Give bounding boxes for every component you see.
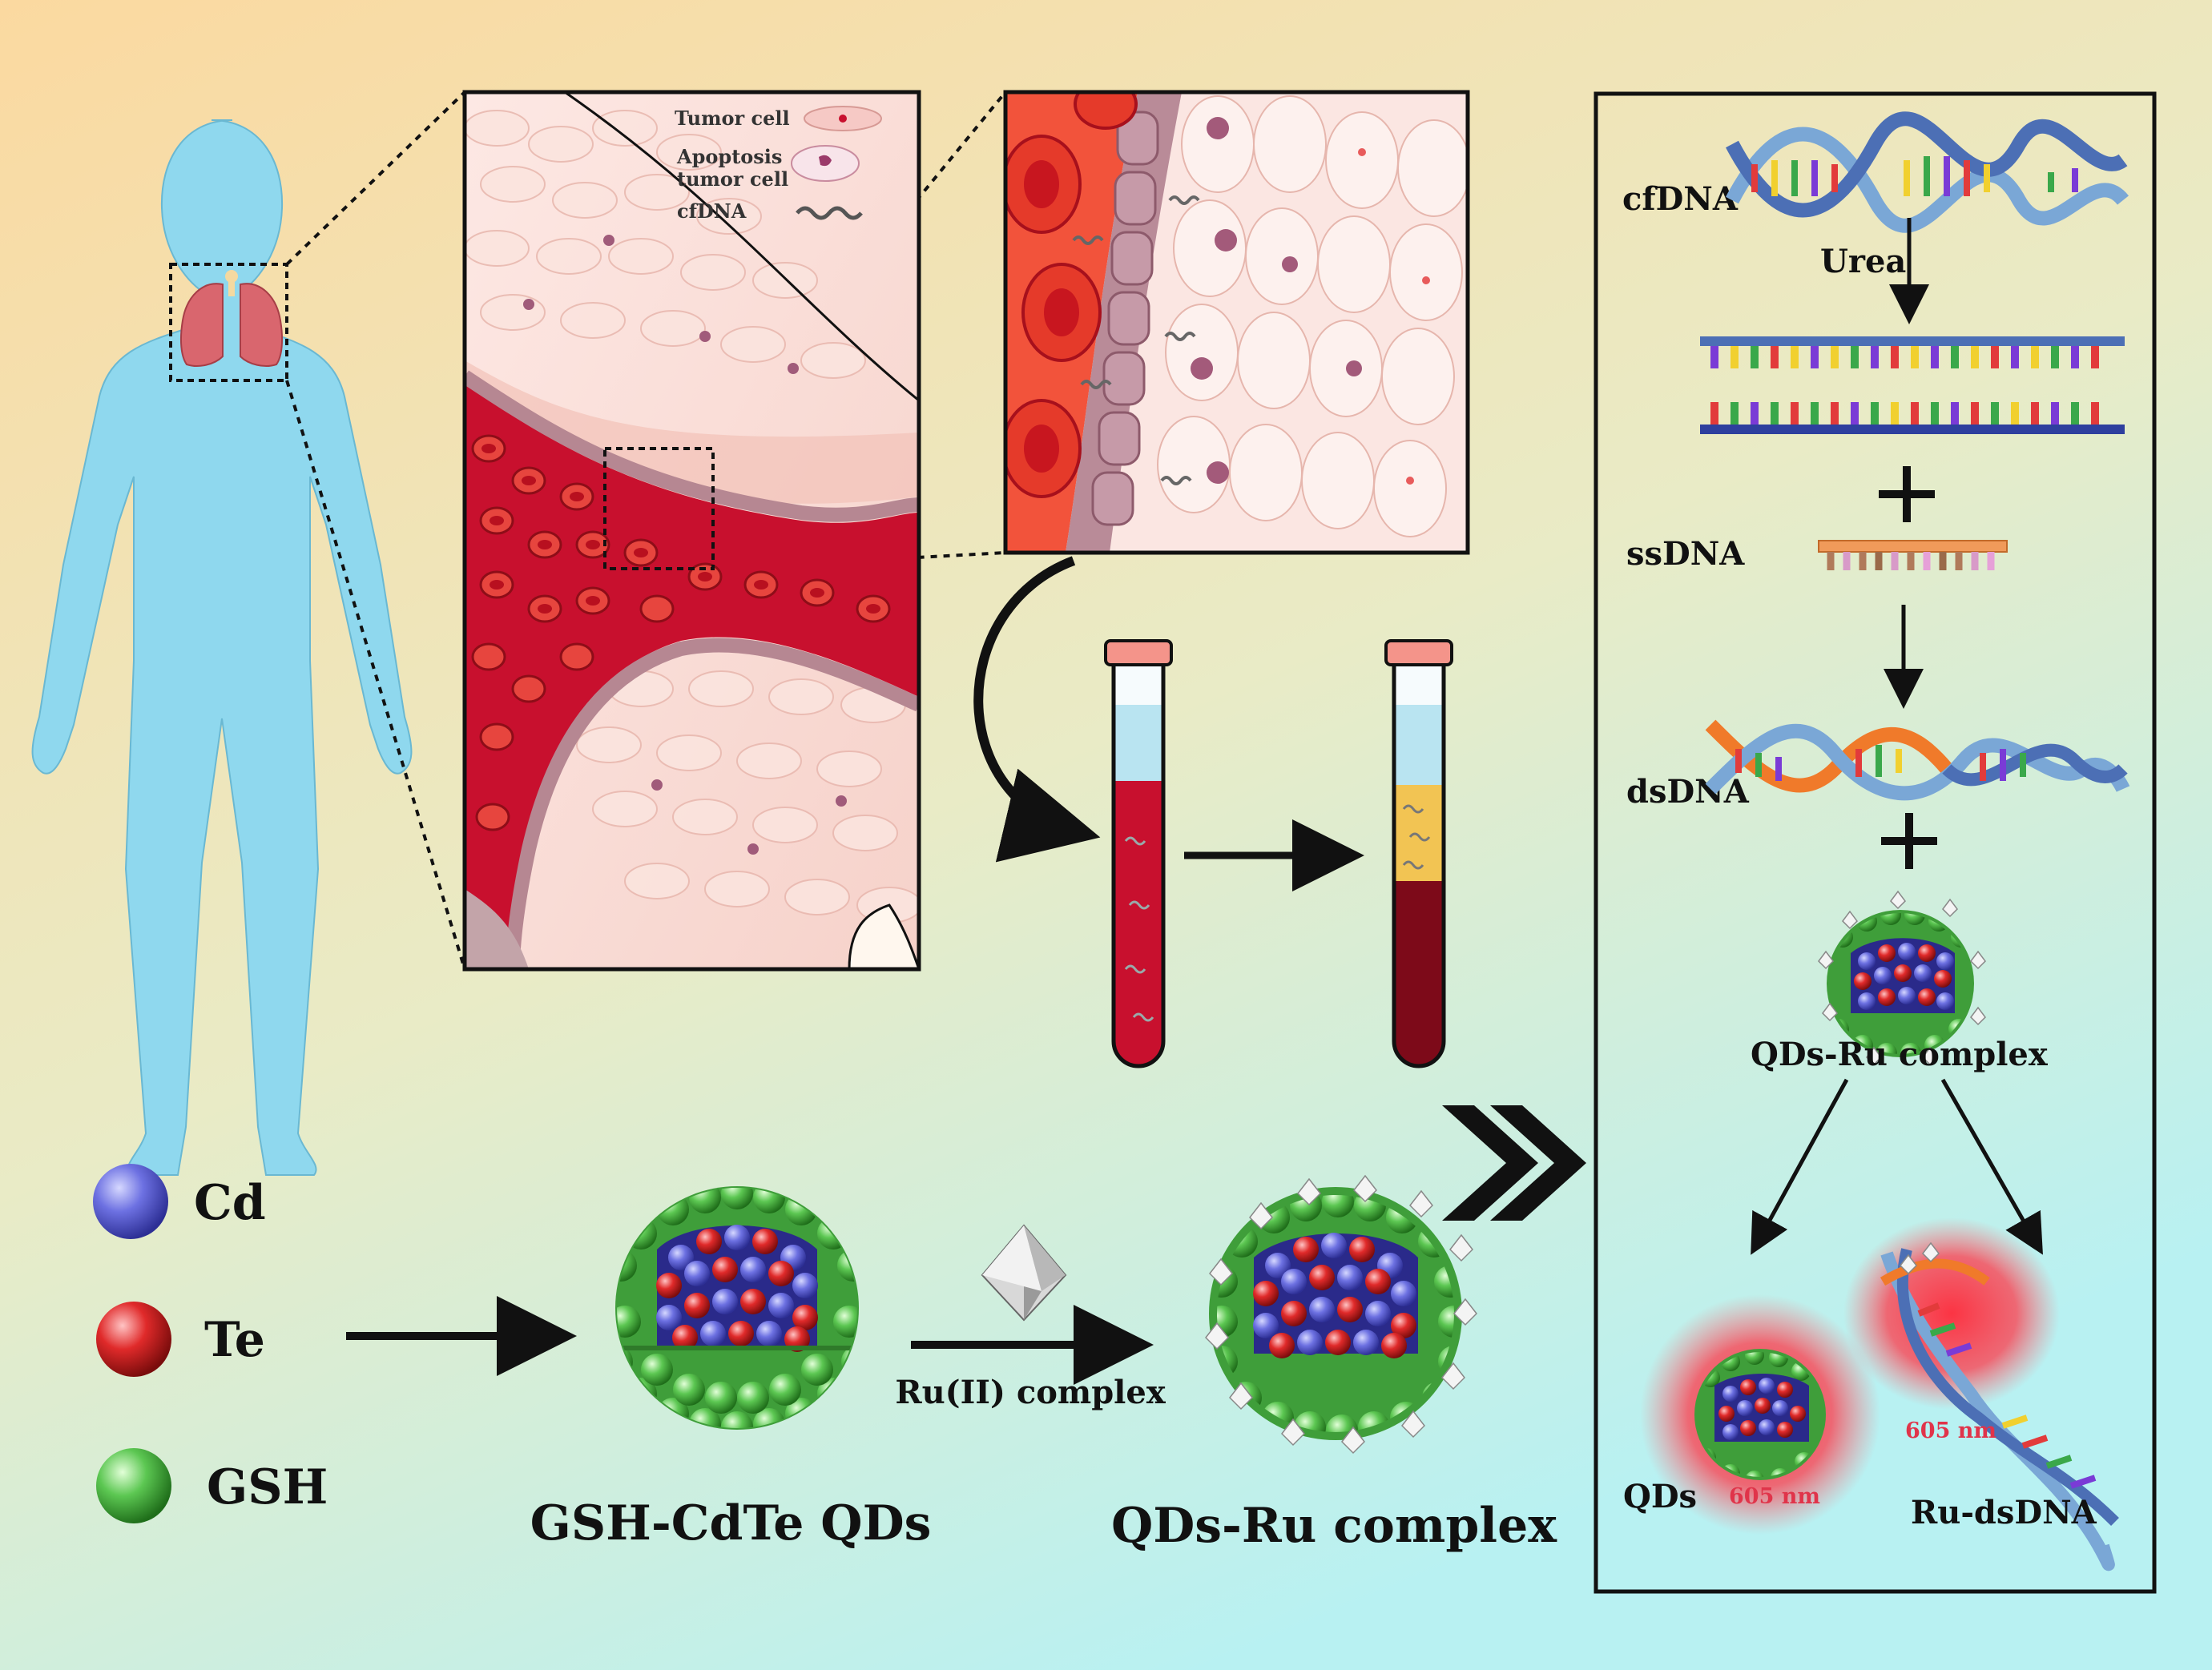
denatured-strands-icon bbox=[1700, 336, 2125, 434]
qds-ru-complex-label: QDs-Ru complex bbox=[1111, 1498, 1557, 1554]
cfdna-helix-icon bbox=[1726, 111, 2129, 233]
released-qd-icon bbox=[1694, 1349, 1826, 1480]
plasma-tube bbox=[1384, 639, 1453, 1068]
qds-emission-label: 605 nm bbox=[1729, 1484, 1820, 1509]
element-legend: Cd Te GSH bbox=[93, 1164, 328, 1523]
ru-dsdna-glow-icon bbox=[1843, 1217, 2060, 1410]
tissue-panel: Tumor cell Apoptosis tumor cell cfDNA bbox=[462, 90, 921, 972]
ru-dsdna-helix-icon bbox=[1880, 1241, 2119, 1571]
plus-icon bbox=[1879, 466, 1935, 522]
key-apoptosis-line2: tumor cell bbox=[677, 167, 788, 191]
panel-ssdna-label: ssDNA bbox=[1626, 535, 1745, 573]
panel-qds-ru-label: QDs-Ru complex bbox=[1751, 1036, 2049, 1073]
curved-arrow-icon bbox=[973, 556, 1101, 863]
te-sphere-icon bbox=[96, 1302, 171, 1377]
lungs-icon bbox=[179, 270, 284, 367]
key-apoptosis-line1: Apoptosis bbox=[676, 145, 782, 168]
zoom-detail-panel bbox=[1003, 90, 1470, 555]
panel-qds-ru-icon bbox=[1818, 890, 1986, 1066]
panel-urea-label: Urea bbox=[1820, 243, 1906, 280]
gsh-cdte-qds-label: GSH-CdTe QDs bbox=[530, 1495, 932, 1551]
double-chevron-icon bbox=[1442, 1105, 1586, 1221]
gsh-sphere-icon bbox=[96, 1448, 171, 1523]
ru-dsdna-emission-label: 605 nm bbox=[1905, 1418, 1996, 1443]
legend-cd-label: Cd bbox=[194, 1175, 266, 1231]
tissue-key: Tumor cell Apoptosis tumor cell cfDNA bbox=[675, 106, 882, 223]
ssdna-probe-icon bbox=[1818, 540, 2008, 570]
panel-cfdna-label: cfDNA bbox=[1622, 180, 1739, 218]
cd-sphere-icon bbox=[93, 1164, 168, 1239]
ru-complex-reagent-label: Ru(II) complex bbox=[895, 1374, 1166, 1411]
panel-ru-dsdna-label: Ru-dsDNA bbox=[1911, 1494, 2097, 1531]
chest-zoom-box bbox=[169, 263, 288, 382]
detection-panel: cfDNA Urea bbox=[1594, 91, 2157, 1594]
legend-te-label: Te bbox=[204, 1312, 265, 1368]
key-cfdna: cfDNA bbox=[677, 199, 747, 223]
release-ru-arrow-icon bbox=[1940, 1078, 2043, 1255]
panel-qds-label: QDs bbox=[1623, 1478, 1697, 1515]
release-qd-arrow-icon bbox=[1751, 1078, 1849, 1255]
key-tumor-cell: Tumor cell bbox=[675, 107, 790, 130]
ru-octahedron-icon bbox=[981, 1224, 1067, 1322]
legend-gsh-label: GSH bbox=[207, 1459, 328, 1515]
qds-ru-complex-icon bbox=[1205, 1174, 1477, 1455]
human-body bbox=[31, 119, 413, 1176]
dsdna-helix-icon bbox=[1705, 719, 2130, 801]
blood-tube bbox=[1104, 639, 1173, 1068]
plus-icon-2 bbox=[1881, 813, 1937, 869]
